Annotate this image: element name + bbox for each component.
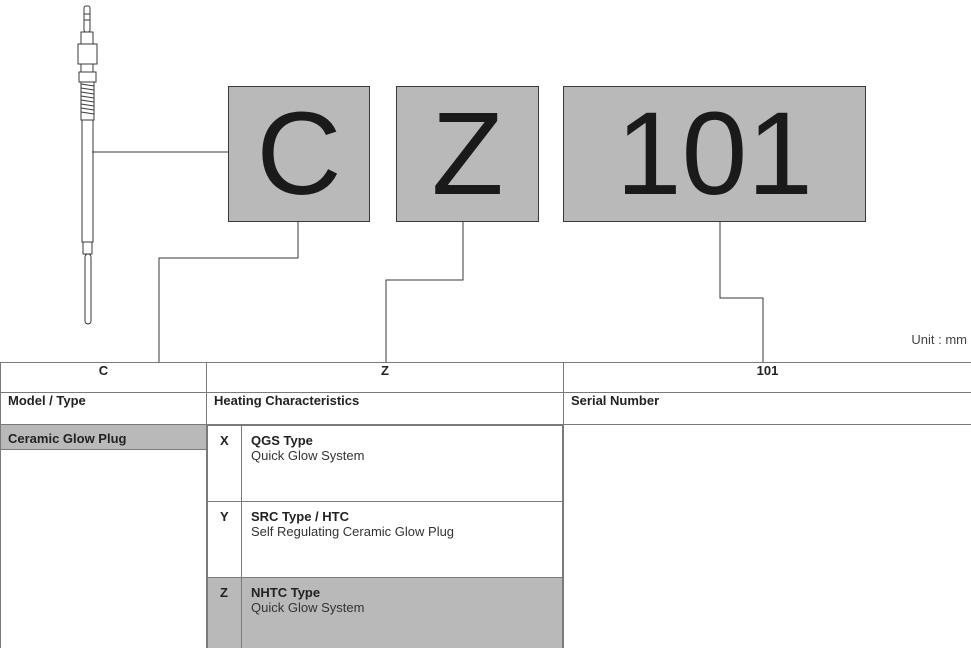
heating-option-description: Quick Glow System	[251, 448, 365, 463]
heating-option-x: X QGS Type Quick Glow System	[207, 425, 563, 502]
header-serial: 101	[563, 362, 971, 393]
table-subheader-row: Model / Type Heating Characteristics Ser…	[0, 392, 971, 425]
heating-options-list: X QGS Type Quick Glow System Y SRC Type …	[207, 425, 563, 648]
heating-option-letter: Z	[207, 577, 242, 648]
subheader-serial: Serial Number	[563, 392, 971, 425]
heating-option-body: NHTC Type Quick Glow System	[241, 577, 563, 648]
heating-cell: X QGS Type Quick Glow System Y SRC Type …	[206, 424, 564, 648]
code-box-serial: 101	[563, 86, 866, 222]
heating-option-letter: Y	[207, 501, 242, 578]
serial-connector	[719, 222, 764, 362]
subheader-heating: Heating Characteristics	[206, 392, 564, 425]
header-z: Z	[206, 362, 564, 393]
spec-table: C Z 101 Model / Type Heating Characteris…	[0, 362, 971, 648]
model-cell: Ceramic Glow Plug	[0, 424, 207, 648]
heating-option-description: Quick Glow System	[251, 600, 365, 615]
code-box-z: Z	[396, 86, 539, 222]
glow-plug-icon	[77, 5, 98, 325]
heating-option-letter: X	[207, 425, 242, 502]
serial-cell	[563, 424, 971, 648]
heating-option-z: Z NHTC Type Quick Glow System	[207, 577, 563, 648]
header-c: C	[0, 362, 207, 393]
z-connector	[385, 222, 464, 362]
heating-option-title: QGS Type	[251, 433, 313, 448]
unit-label: Unit : mm	[911, 332, 967, 347]
heating-option-title: SRC Type / HTC	[251, 509, 349, 524]
heating-option-y: Y SRC Type / HTC Self Regulating Ceramic…	[207, 501, 563, 578]
model-type-label: Ceramic Glow Plug	[1, 425, 206, 450]
code-diagram: C Z 101 Unit : mm	[77, 5, 967, 362]
table-header-row: C Z 101	[0, 362, 971, 393]
heating-option-body: QGS Type Quick Glow System	[241, 425, 563, 502]
connector-lines	[77, 5, 764, 362]
heating-option-description: Self Regulating Ceramic Glow Plug	[251, 524, 455, 539]
table-body-row: Ceramic Glow Plug X QGS Type Quick Glow …	[0, 424, 971, 648]
c-connector	[158, 222, 299, 362]
heating-option-body: SRC Type / HTC Self Regulating Ceramic G…	[241, 501, 563, 578]
subheader-model: Model / Type	[0, 392, 207, 425]
heating-option-title: NHTC Type	[251, 585, 321, 600]
code-box-c: C	[228, 86, 370, 222]
